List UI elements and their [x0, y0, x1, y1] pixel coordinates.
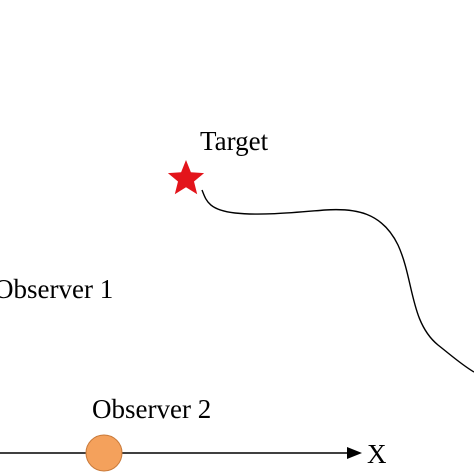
observer-2-label: Observer 2 [92, 394, 211, 424]
x-axis-arrowhead-icon [347, 447, 362, 459]
target-trajectory [201, 189, 474, 373]
observer-2-marker-icon [85, 434, 123, 472]
x-axis-label: X [367, 439, 387, 469]
target-star-icon [167, 160, 205, 195]
target-label: Target [200, 126, 269, 156]
observer-1-label: Observer 1 [0, 274, 113, 304]
